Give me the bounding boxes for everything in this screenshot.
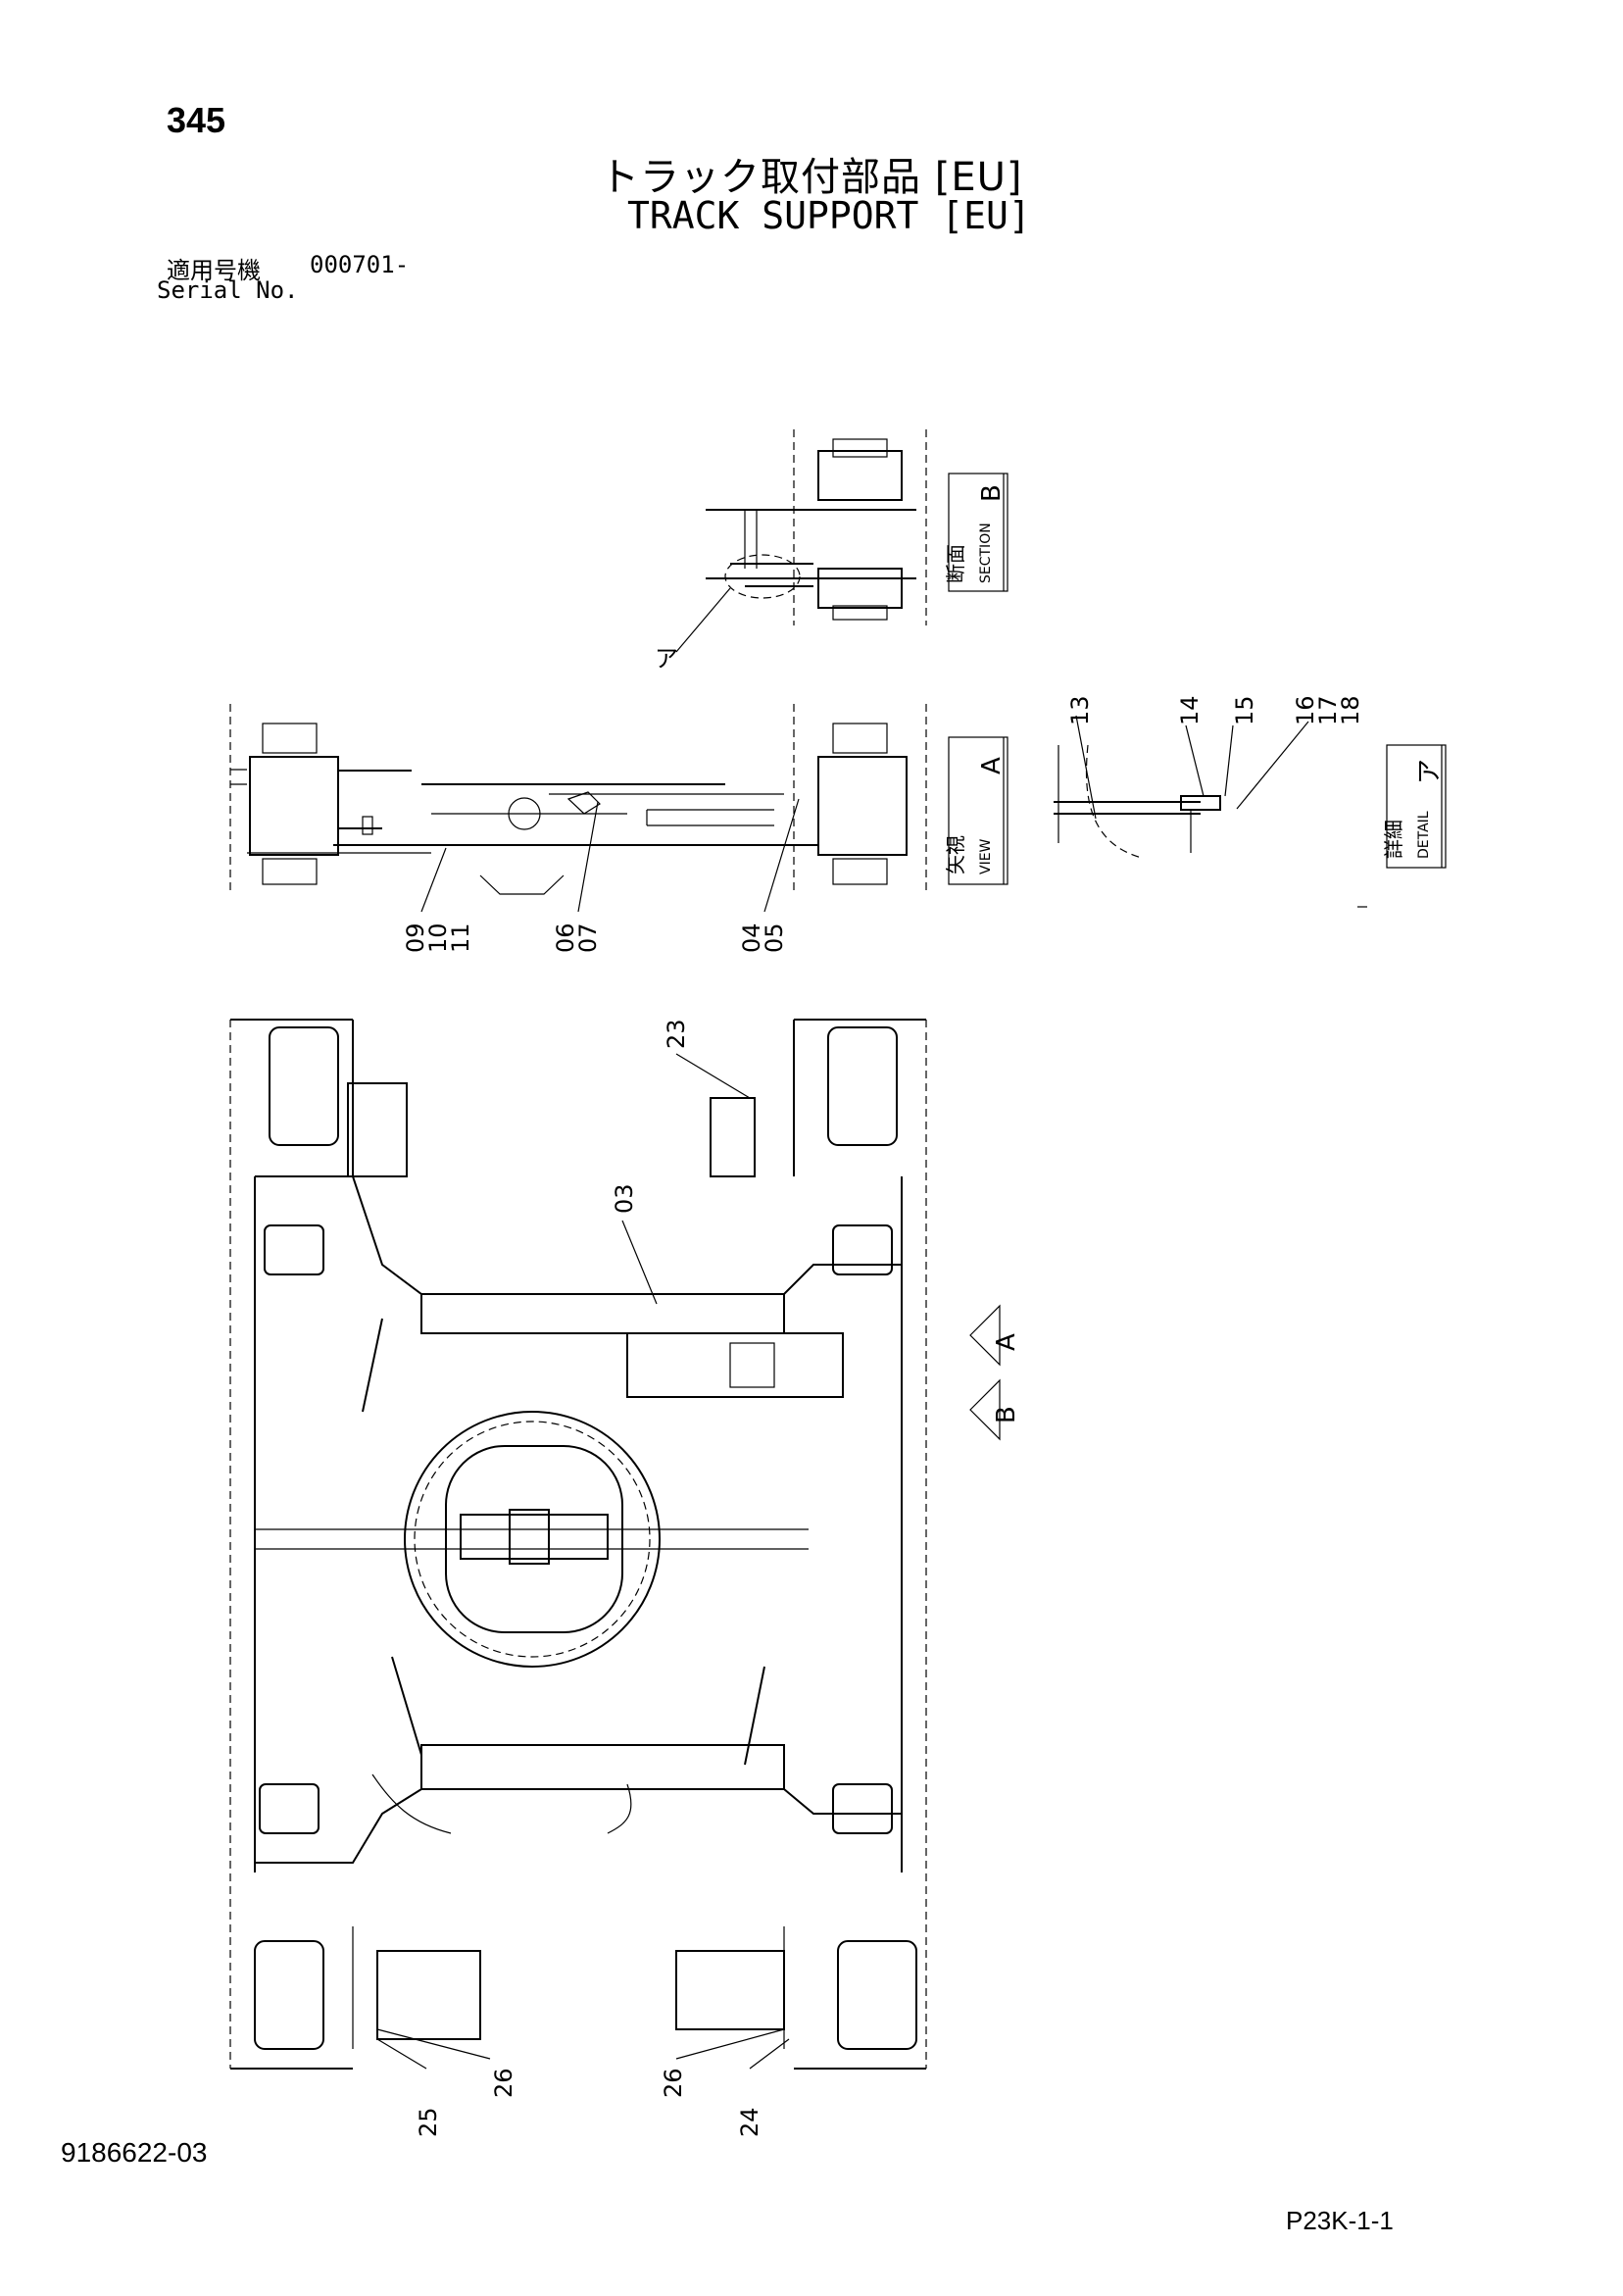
part-label-26-left: 26 bbox=[490, 2068, 517, 2098]
part-label-06: 06 bbox=[552, 923, 579, 953]
part-label-15: 15 bbox=[1231, 695, 1258, 725]
part-label-13: 13 bbox=[1066, 695, 1094, 725]
view-a-label: 矢視 VIEW A bbox=[944, 736, 1008, 885]
part-label-26-right: 26 bbox=[660, 2068, 687, 2098]
view-kanji: 矢視 bbox=[944, 835, 967, 874]
arrow-a-letter: A bbox=[992, 1333, 1021, 1351]
section-b-label: 断面 SECTION B bbox=[944, 473, 1008, 592]
part-label-25: 25 bbox=[415, 2107, 442, 2137]
view-direction-arrows: A B bbox=[969, 1304, 1021, 1441]
part-label-14: 14 bbox=[1176, 695, 1204, 725]
section-english: SECTION bbox=[978, 523, 994, 583]
section-kanji: 断面 bbox=[944, 544, 967, 583]
page-code: P23K-1-1 bbox=[1286, 2206, 1394, 2235]
part-label-17: 17 bbox=[1314, 695, 1342, 725]
main-part-labels: 23 03 25 26 26 24 bbox=[376, 1019, 790, 2137]
view-english: VIEW bbox=[978, 838, 994, 874]
view-letter: A bbox=[977, 757, 1007, 774]
part-label-09: 09 bbox=[402, 923, 429, 953]
part-label-18: 18 bbox=[1337, 695, 1364, 725]
detail-drawing bbox=[1054, 715, 1367, 908]
main-plan-drawing bbox=[229, 1019, 927, 2070]
part-label-05: 05 bbox=[761, 923, 788, 953]
part-label-11: 11 bbox=[447, 923, 474, 953]
serial-label-english: Serial No. bbox=[157, 276, 299, 304]
part-label-07: 07 bbox=[574, 923, 602, 953]
part-label-23: 23 bbox=[663, 1019, 690, 1049]
section-letter: B bbox=[977, 484, 1007, 502]
serial-label-japanese: 適用号機 bbox=[167, 257, 261, 284]
document-number: 9186622-03 bbox=[61, 2137, 208, 2168]
serial-number: 000701- bbox=[310, 251, 410, 278]
page-number: 345 bbox=[167, 100, 226, 140]
view-a-drawing bbox=[229, 704, 927, 895]
detail-part-labels: 13 14 15 16 17 18 bbox=[1066, 695, 1364, 725]
part-label-16: 16 bbox=[1292, 695, 1319, 725]
arrow-b-letter: B bbox=[992, 1406, 1021, 1423]
detail-english: DETAIL bbox=[1416, 811, 1432, 859]
section-b-drawing bbox=[675, 429, 927, 653]
part-label-04: 04 bbox=[738, 923, 765, 953]
part-label-10: 10 bbox=[424, 923, 452, 953]
title-english: TRACK SUPPORT [EU] bbox=[627, 194, 1031, 237]
detail-kanji: 詳細 bbox=[1382, 820, 1405, 859]
title-japanese: トラック取付部品 [EU] bbox=[600, 155, 1023, 200]
detail-letter: ア bbox=[1415, 759, 1445, 784]
detail-label: 詳細 DETAIL ア bbox=[1382, 744, 1447, 869]
part-label-24: 24 bbox=[736, 2107, 763, 2137]
part-label-03: 03 bbox=[611, 1183, 638, 1214]
view-a-part-labels: 09 10 11 06 07 04 05 bbox=[402, 798, 800, 953]
callout-a-label: ア bbox=[655, 645, 678, 673]
